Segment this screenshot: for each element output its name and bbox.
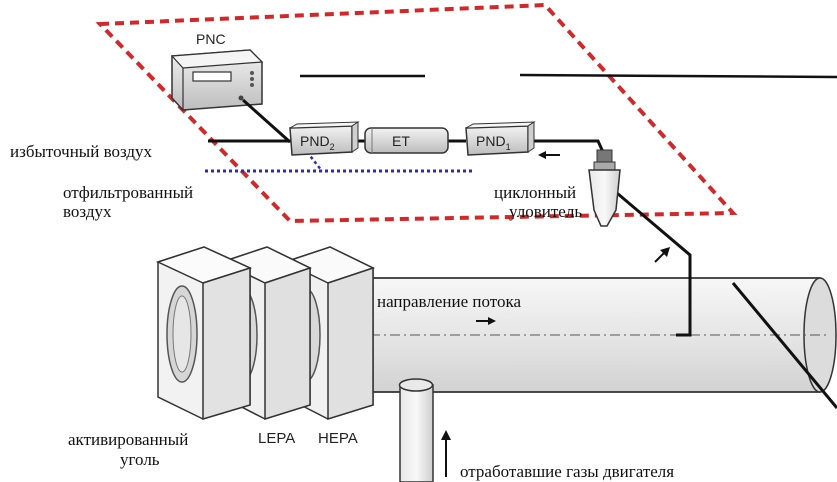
flow-direction-arrow <box>476 317 496 325</box>
probe-flow-arrow <box>654 247 670 263</box>
exhaust-arrow <box>441 430 451 477</box>
filtered-air-connector <box>306 151 323 172</box>
et-unit <box>364 127 449 154</box>
pnd1-unit <box>465 121 536 156</box>
horizon-line-right <box>519 73 837 79</box>
carbon-filter-block <box>155 246 253 421</box>
pnc-label: PNC <box>196 31 226 47</box>
tube-pnd1-to-cyclone <box>528 139 605 153</box>
pointer-line <box>731 282 837 409</box>
cyclone-separator <box>588 149 621 227</box>
filtered-air-label-line2: воздух <box>63 202 112 221</box>
pnd2-unit <box>289 121 360 156</box>
exhaust-label: отработавшие газы двигателя <box>460 462 674 481</box>
pnd1-label: PND1 <box>476 133 511 152</box>
inlet-pipe <box>398 378 434 482</box>
cyclone-label-line2: уловитель <box>509 202 582 221</box>
arrow-into-pnd1 <box>538 151 560 159</box>
et-label: ET <box>392 133 410 149</box>
flow-direction-label: направление потока <box>377 292 521 311</box>
sampling-area-border <box>95 2 738 224</box>
hepa-label: HEPA <box>318 430 358 447</box>
pnd2-label: PND2 <box>300 133 335 152</box>
excess-air-label: избыточный воздух <box>10 142 153 161</box>
lepa-label: LEPA <box>258 430 295 447</box>
filtered-air-label-line1: отфильтрованный <box>63 183 193 202</box>
probe-line <box>603 180 692 337</box>
cyclone-label-line1: циклонный <box>494 183 576 202</box>
tube-pnc-to-pnd2 <box>242 98 291 144</box>
activated-carbon-label-line2: уголь <box>120 450 160 469</box>
pnc-device <box>170 49 264 111</box>
activated-carbon-label-line1: активированный <box>68 430 188 449</box>
